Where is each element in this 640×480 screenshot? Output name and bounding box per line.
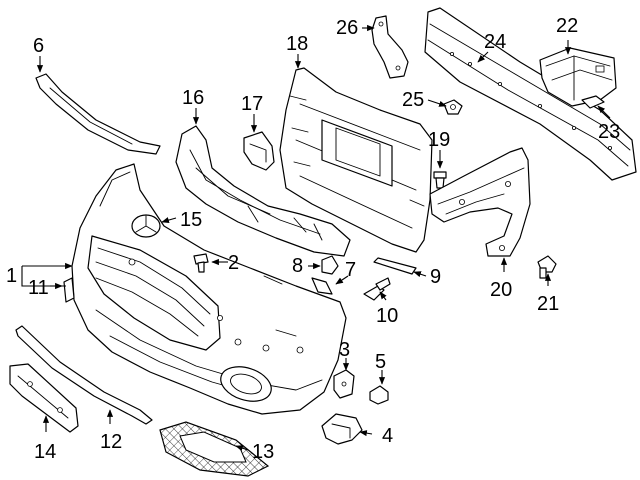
part-7-clip	[311, 277, 333, 295]
callout-22: 22	[556, 15, 578, 37]
part-24-reinforcement-bar	[424, 7, 637, 181]
part-3-bracket	[333, 369, 355, 399]
part-13-grille-mesh	[159, 421, 270, 477]
callout-11: 11	[28, 277, 49, 299]
callout-3: 3	[339, 339, 350, 361]
part-14-plate-bracket	[9, 363, 79, 433]
callout-17: 17	[241, 93, 263, 115]
part-15-emblem	[131, 214, 161, 238]
part-16-absorber	[175, 125, 351, 257]
callout-26: 26	[336, 17, 358, 39]
callout-16: 16	[182, 87, 204, 109]
callout-18: 18	[286, 33, 308, 55]
part-9-molding	[373, 257, 417, 275]
callout-labels: 1 2 3 4 5 6 7 8 9 10 11 12 13 14 15 16 1…	[6, 15, 620, 463]
part-6-strip	[35, 73, 161, 155]
part-12-lower-strip	[15, 325, 153, 425]
callout-21: 21	[537, 293, 559, 315]
part-18-carrier	[279, 67, 433, 253]
part-10-fastener	[363, 277, 391, 301]
callout-4: 4	[382, 425, 393, 447]
callout-15: 15	[180, 209, 202, 231]
part-20-side-bracket	[429, 147, 531, 257]
callout-2: 2	[228, 252, 239, 274]
part-8-clip	[321, 255, 339, 275]
part-25-push-pin	[443, 99, 463, 115]
part-2-bolt	[193, 253, 209, 273]
callout-5: 5	[375, 351, 386, 373]
callout-8: 8	[292, 255, 303, 277]
callout-6: 6	[33, 35, 44, 57]
part-26-bracket	[371, 15, 409, 79]
callout-25: 25	[402, 89, 424, 111]
leader-lines	[21, 24, 611, 452]
callout-12: 12	[100, 431, 122, 453]
callout-1: 1	[6, 265, 17, 287]
part-5-grommet	[369, 385, 389, 405]
part-19-bolt	[433, 171, 447, 189]
callout-24: 24	[484, 31, 506, 53]
part-4-bracket	[321, 413, 363, 445]
callout-7: 7	[345, 259, 356, 281]
part-21-push-pin	[537, 255, 557, 279]
part-11-clip	[63, 277, 75, 303]
callout-23: 23	[598, 121, 620, 143]
callout-10: 10	[376, 305, 398, 327]
part-17-bracket	[243, 131, 275, 171]
callout-14: 14	[34, 441, 56, 463]
part-23-clip	[581, 95, 605, 109]
callout-20: 20	[490, 279, 512, 301]
callout-9: 9	[430, 266, 441, 288]
callout-19: 19	[428, 129, 450, 151]
callout-13: 13	[252, 441, 274, 463]
